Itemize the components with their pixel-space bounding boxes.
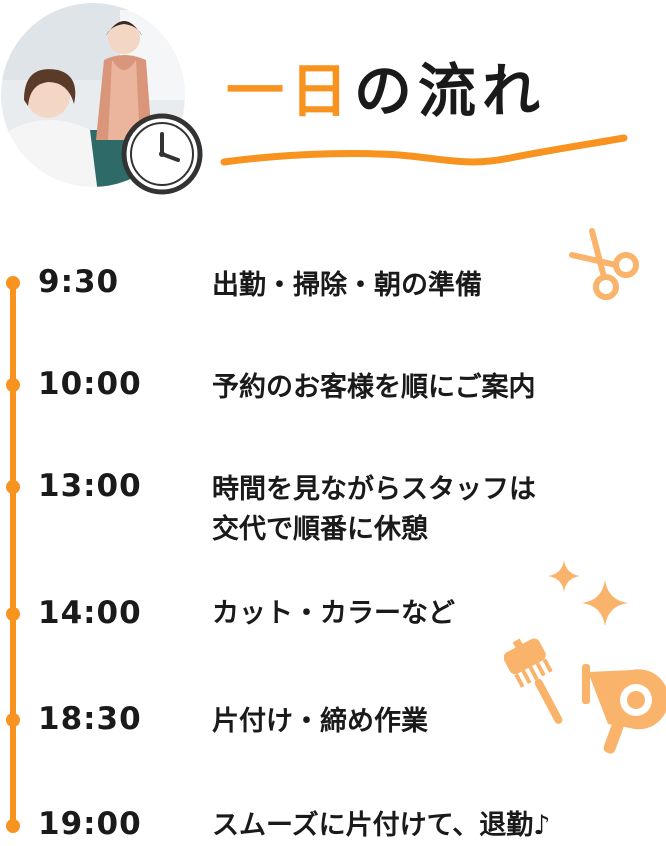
- timeline-line: [10, 280, 16, 825]
- time-label: 14:00: [38, 595, 142, 631]
- page-title: 一日の流れ: [226, 44, 546, 128]
- salon-photo: [0, 1, 187, 189]
- title-highlight: 一日: [226, 57, 355, 125]
- schedule-desc: 予約のお客様を順にご案内: [212, 368, 535, 408]
- schedule-desc-line: 予約のお客様を順にご案内: [212, 372, 536, 403]
- timeline-dot: [6, 378, 20, 392]
- timeline-dot: [6, 819, 20, 833]
- schedule-desc: 片付け・締め作業: [212, 702, 428, 742]
- time-label: 19:00: [38, 806, 142, 842]
- schedule-desc: スムーズに片付けて、退勤♪: [212, 806, 551, 846]
- title-underline: [220, 134, 628, 166]
- schedule-desc: 出勤・掃除・朝の準備: [212, 266, 482, 306]
- timeline-dot: [6, 607, 20, 621]
- sparkle-icon: [582, 580, 628, 626]
- scissors-icon: [569, 228, 639, 300]
- comb-icon: [504, 638, 563, 724]
- schedule-desc-line: 出勤・掃除・朝の準備: [212, 270, 482, 301]
- timeline-dot: [6, 480, 20, 494]
- time-label: 13:00: [38, 468, 142, 504]
- schedule-desc: 時間を見ながらスタッフは 交代で順番に休憩: [212, 470, 536, 550]
- title-rest: の流れ: [354, 57, 547, 125]
- schedule-desc: カット・カラーなど: [212, 594, 455, 634]
- schedule-desc-line: 時間を見ながらスタッフは: [212, 474, 536, 505]
- hair-dryer-icon: [582, 664, 666, 754]
- schedule-desc-line: カット・カラーなど: [212, 598, 455, 629]
- time-label: 9:30: [38, 264, 120, 300]
- time-label: 18:30: [38, 701, 142, 737]
- schedule-desc-line: 片付け・締め作業: [212, 706, 428, 737]
- sparkle-icon: [548, 560, 580, 592]
- schedule-desc-line: 交代で順番に休憩: [212, 514, 428, 545]
- time-label: 10:00: [38, 366, 142, 402]
- timeline-dot: [6, 713, 20, 727]
- timeline-dot: [6, 276, 20, 290]
- schedule-desc-line: スムーズに片付けて、退勤♪: [212, 810, 551, 841]
- clock-icon: [121, 113, 203, 195]
